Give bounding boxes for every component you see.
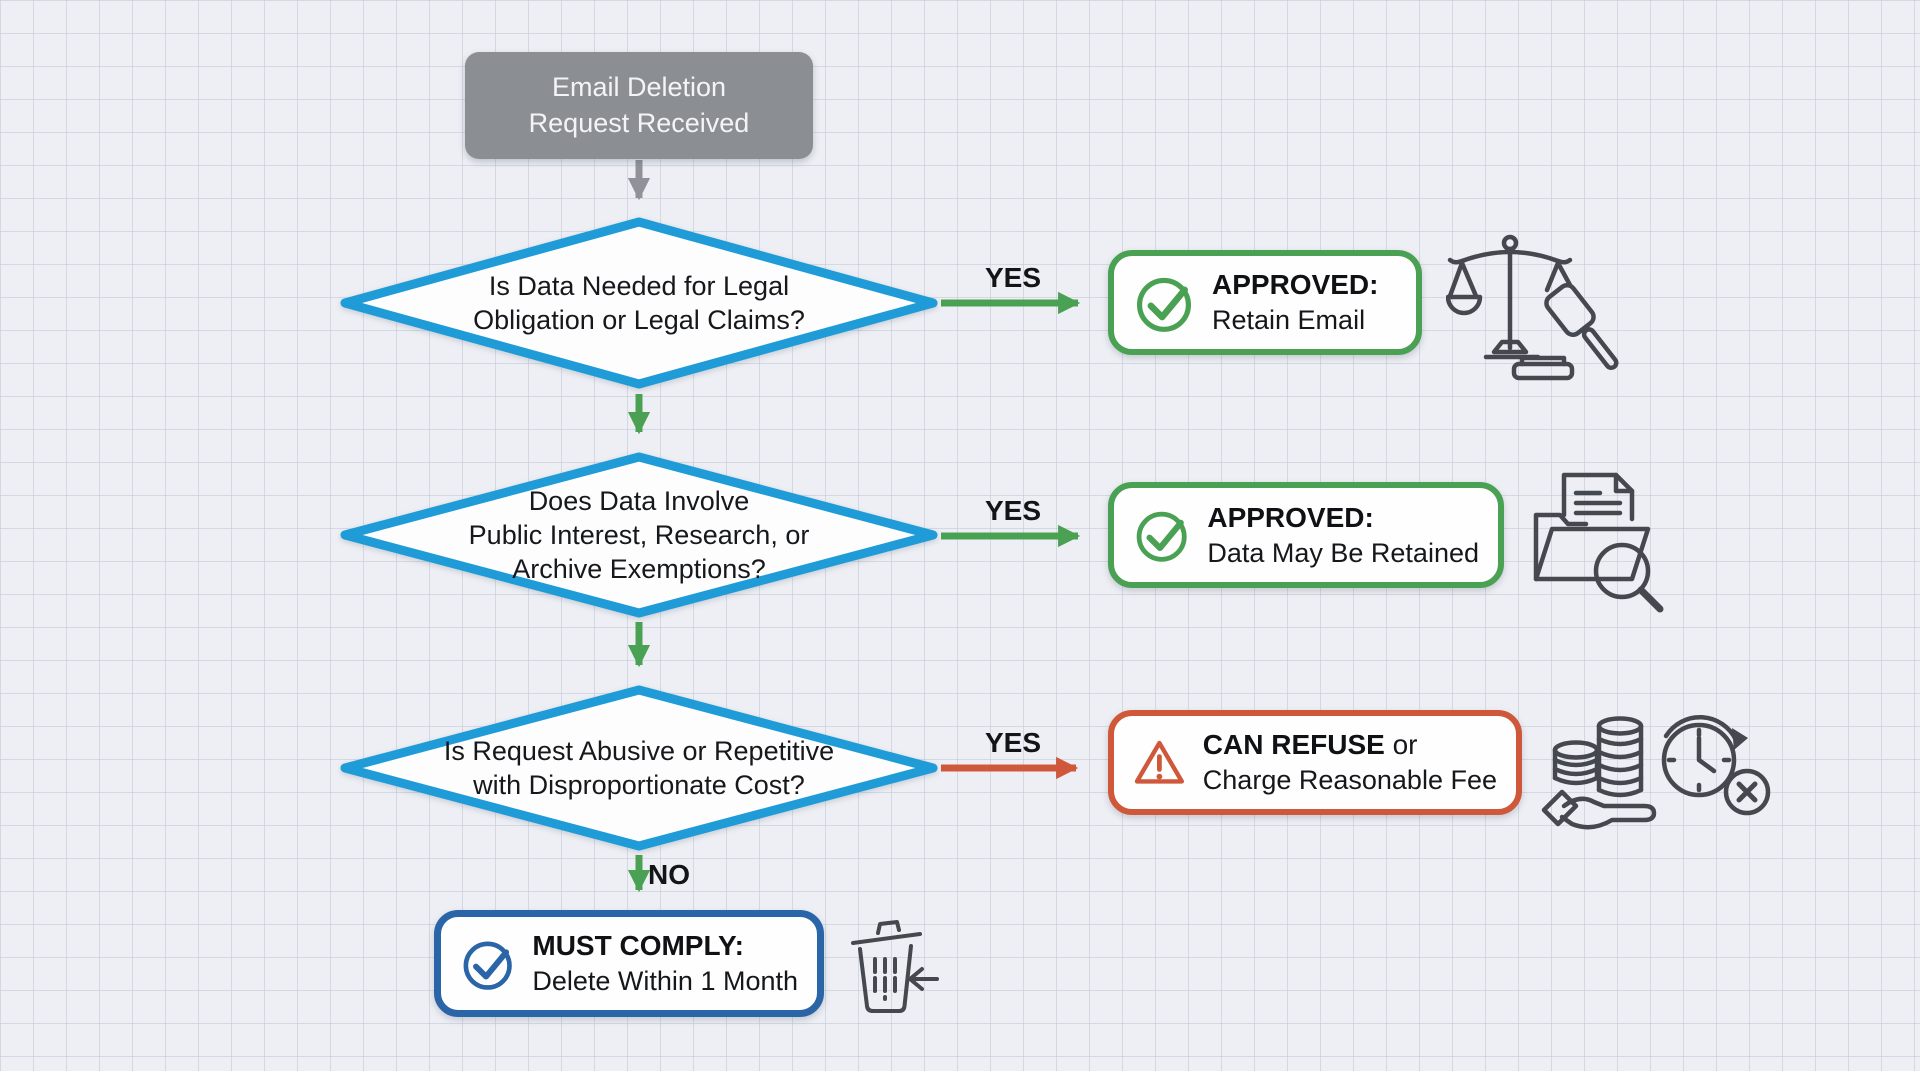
yes-label-decision1: YES bbox=[984, 262, 1042, 293]
check-circle-icon bbox=[1136, 277, 1192, 332]
outcome-must-comply: MUST COMPLY: Delete Within 1 Month bbox=[434, 910, 824, 1017]
start-node-line2: Request Received bbox=[528, 107, 750, 138]
yes-label-decision2: YES bbox=[984, 495, 1042, 526]
outcome-subtitle: Retain Email bbox=[1212, 305, 1366, 336]
decision-line: with Disproportionate Cost? bbox=[473, 770, 805, 800]
decision-line: Obligation or Legal Claims? bbox=[473, 305, 805, 335]
outcome-title: APPROVED: bbox=[1212, 269, 1379, 301]
decision-line: Is Request Abusive or Repetitive bbox=[443, 735, 835, 766]
decision-line: Archive Exemptions? bbox=[512, 554, 766, 585]
start-node-line1: Email Deletion bbox=[551, 71, 727, 102]
check-circle-icon bbox=[463, 941, 512, 990]
trash-can-icon bbox=[840, 918, 940, 1020]
check-circle-icon bbox=[1136, 511, 1187, 562]
decision-abusive-request: Is Request Abusive or Repetitive with Di… bbox=[339, 685, 939, 851]
decision-line: Public Interest, Research, or bbox=[468, 519, 810, 550]
diamond-shape bbox=[340, 217, 938, 389]
start-node: Email Deletion Request Received bbox=[465, 52, 813, 159]
outcome-subtitle: Delete Within 1 Month bbox=[532, 966, 798, 997]
decision-legal-obligation-text: Is Data Needed for Legal Obligation or L… bbox=[339, 216, 939, 390]
decision-abusive-request-text: Is Request Abusive or Repetitive with Di… bbox=[339, 685, 939, 851]
outcome-can-refuse: CAN REFUSE or Charge Reasonable Fee bbox=[1108, 710, 1522, 815]
decision-line: Does Data Involve bbox=[528, 485, 750, 516]
warning-triangle-icon bbox=[1134, 740, 1184, 784]
yes-label-decision3: YES bbox=[984, 727, 1042, 758]
no-label-decision3: NO bbox=[648, 859, 690, 890]
coins-in-hand-icon bbox=[1538, 704, 1664, 832]
outcome-subtitle: Charge Reasonable Fee bbox=[1202, 765, 1497, 796]
outcome-title: MUST COMPLY: bbox=[532, 930, 744, 962]
decision-line: Is Data Needed for Legal bbox=[488, 270, 790, 301]
diamond-shape bbox=[340, 685, 938, 851]
diamond-shape bbox=[340, 452, 938, 618]
decision-legal-obligation: Is Data Needed for Legal Obligation or L… bbox=[339, 216, 939, 390]
folder-search-icon bbox=[1524, 463, 1676, 617]
outcome-subtitle: Data May Be Retained bbox=[1207, 537, 1479, 568]
decision-public-interest-text: Does Data Involve Public Interest, Resea… bbox=[339, 452, 939, 618]
clock-cancel-icon bbox=[1652, 702, 1774, 818]
outcome-approved-data-retained: APPROVED: Data May Be Retained bbox=[1108, 482, 1504, 588]
scales-and-gavel-icon bbox=[1446, 230, 1630, 386]
outcome-title: APPROVED: bbox=[1207, 501, 1374, 533]
outcome-title: CAN REFUSE or bbox=[1202, 729, 1418, 761]
decision-public-interest: Does Data Involve Public Interest, Resea… bbox=[339, 452, 939, 618]
outcome-approved-retain-email: APPROVED: Retain Email bbox=[1108, 250, 1422, 355]
